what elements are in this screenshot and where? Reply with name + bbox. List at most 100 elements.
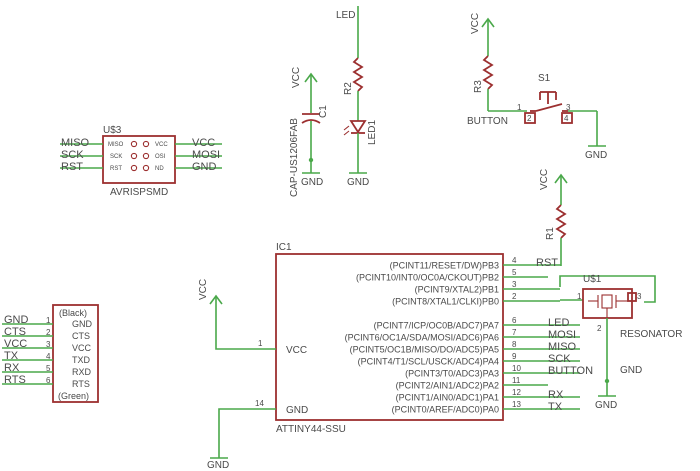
ic-pin-3-num: 3: [512, 280, 517, 289]
switch-pad-2: [524, 112, 536, 124]
ic-pin-7-name: (PCINT6/OC1A/SDA/MOSI/ADC6)PA6: [345, 333, 499, 343]
isp-label-vcc: VCC: [192, 137, 215, 149]
ic-net-rx: RX: [548, 389, 564, 401]
ic-pin-2-name: (PCINT8/XTAL1/CLKI)PB0: [392, 297, 499, 307]
isp-pad-3: [130, 152, 138, 160]
ftdi-net-vcc: VCC: [4, 338, 27, 350]
ftdi-pin-name-cts: CTS: [72, 331, 90, 341]
resonator-pad-3: [627, 292, 637, 302]
attiny44: IC1 ATTINY44-SSU VCC 1 VCC GND 14 GND (P…: [198, 242, 593, 471]
wire-pb1-resonator: [559, 275, 656, 303]
ic-pin-10-name: (PCINT3/T0/ADC3)PA3: [405, 369, 499, 379]
isp-label-gnd: GND: [192, 161, 217, 173]
ftdi-pin-2: 2: [46, 328, 51, 337]
ftdi-net-cts: CTS: [4, 326, 26, 338]
led1-label: LED1: [367, 120, 378, 145]
isp-value: AVRISPSMD: [110, 187, 168, 198]
switch-pin-2: 2: [527, 114, 532, 123]
resonator-ref: U$1: [583, 274, 602, 285]
ftdi-net-tx: TX: [4, 350, 19, 362]
resistor-r2: [352, 57, 364, 92]
ftdi-pin-5: 5: [46, 364, 51, 373]
resonator-pin-1: 1: [577, 292, 582, 301]
ftdi-pin-1: 1: [46, 316, 51, 325]
isp-pad-2: [142, 140, 150, 148]
ic-value: ATTINY44-SSU: [276, 424, 346, 435]
led-gnd-label: GND: [347, 177, 369, 188]
led1-ray-2: [343, 130, 350, 136]
isp-pad-5: [130, 164, 138, 172]
ftdi-pin-3: 3: [46, 340, 51, 349]
capacitor-c1: VCC C1 CAP-US1206FAB GND: [289, 67, 329, 197]
ftdi-pin-4: 4: [46, 352, 51, 361]
ic-pin-6-num: 6: [512, 316, 517, 325]
resonator-junction: [604, 378, 610, 384]
cap-junction: [308, 157, 314, 163]
ic-pin-1-num: 1: [258, 339, 263, 348]
ic-net-led: LED: [548, 317, 569, 329]
ftdi-bottom-label: (Green): [58, 391, 89, 401]
ic-pin-8-num: 8: [512, 340, 517, 349]
crystal-wiring: [559, 275, 656, 303]
ic-net-sck: SCK: [548, 353, 571, 365]
cap-ref: C1: [318, 105, 329, 118]
cap-package: CAP-US1206FAB: [289, 118, 300, 197]
isp-inner-miso: MISO: [108, 142, 124, 148]
ic-pin-11-name: (PCINT2/AIN1/ADC2)PA2: [396, 381, 499, 391]
ic-pin-11-num: 11: [512, 376, 521, 385]
button-branch: VCC R3 BUTTON S1 1 2 3 4 GND: [467, 13, 607, 161]
ic-pin-14-name: GND: [286, 405, 308, 416]
ftdi-pin-name-rxd: RXD: [72, 367, 92, 377]
ic-pin-2-num: 2: [512, 292, 517, 301]
ic-pin-12-name: (PCINT1/AIN0/ADC1)PA1: [396, 393, 499, 403]
button-gnd-label: GND: [585, 150, 607, 161]
isp-inner-vcc: VCC: [155, 142, 168, 148]
ftdi-net-rx: RX: [4, 362, 20, 374]
isp-inner-rst: RST: [110, 166, 122, 172]
ic-net-miso: MISO: [548, 341, 577, 353]
ic-net-mosi: MOSI: [548, 329, 576, 341]
isp-label-sck: SCK: [61, 149, 84, 161]
resonator-gnd-text: GND: [620, 365, 642, 376]
switch-label: S1: [538, 73, 551, 84]
ftdi-net-gnd: GND: [4, 314, 29, 326]
ic-ref: IC1: [276, 242, 292, 253]
cap-vcc-label: VCC: [291, 67, 302, 88]
ic-pin-12-num: 12: [512, 388, 521, 397]
ic-net-button: BUTTON: [548, 365, 593, 377]
cap-plate-bottom: [301, 119, 321, 124]
ftdi-top-label: (Black): [59, 308, 87, 318]
isp-label-rst: RST: [61, 161, 83, 173]
ftdi-body: [52, 304, 99, 403]
ftdi-pin-name-rts: RTS: [72, 379, 90, 389]
ic-pin-10-num: 10: [512, 364, 521, 373]
ic-pin-5-num: 5: [512, 268, 517, 277]
isp-body: [102, 135, 176, 184]
cap-gnd-label: GND: [301, 177, 323, 188]
resonator-gnd-label: GND: [595, 400, 617, 411]
r3-label: R3: [473, 80, 484, 93]
ftdi-net-rts: RTS: [4, 374, 26, 386]
ic-pin-9-num: 9: [512, 352, 517, 361]
resonator-pin-3: 3: [637, 292, 642, 301]
resonator: U$1 1 2 3 RESONATOR GND GND: [577, 274, 682, 411]
isp-pad-6: [142, 164, 150, 172]
ic-pin-13-name: (PCINT0/AREF/ADC0)PA0: [392, 405, 499, 415]
ic-pin-7-num: 7: [512, 328, 517, 337]
ic-wire-gnd: [218, 408, 276, 458]
ic-pin-13-num: 13: [512, 400, 521, 409]
button-vcc-label: VCC: [470, 13, 481, 34]
r2-label: R2: [343, 82, 354, 95]
ic-pin-8-name: (PCINT5/OC1B/MISO/DO/ADC5)PA5: [350, 345, 499, 355]
resistor-r1: [555, 204, 567, 239]
ic-pin-5-name: (PCINT10/INT0/OC0A/CKOUT)PB2: [356, 273, 499, 283]
switch-pin-4: 4: [564, 114, 569, 123]
isp-inner-gnd: ND: [155, 166, 164, 172]
switch-pin-3: 3: [566, 103, 571, 112]
button-net-label: BUTTON: [467, 116, 508, 127]
ic-pin-4-num: 4: [512, 256, 517, 265]
isp-inner-sck: SCK: [110, 154, 122, 160]
ic-wire-vcc: [215, 296, 276, 350]
